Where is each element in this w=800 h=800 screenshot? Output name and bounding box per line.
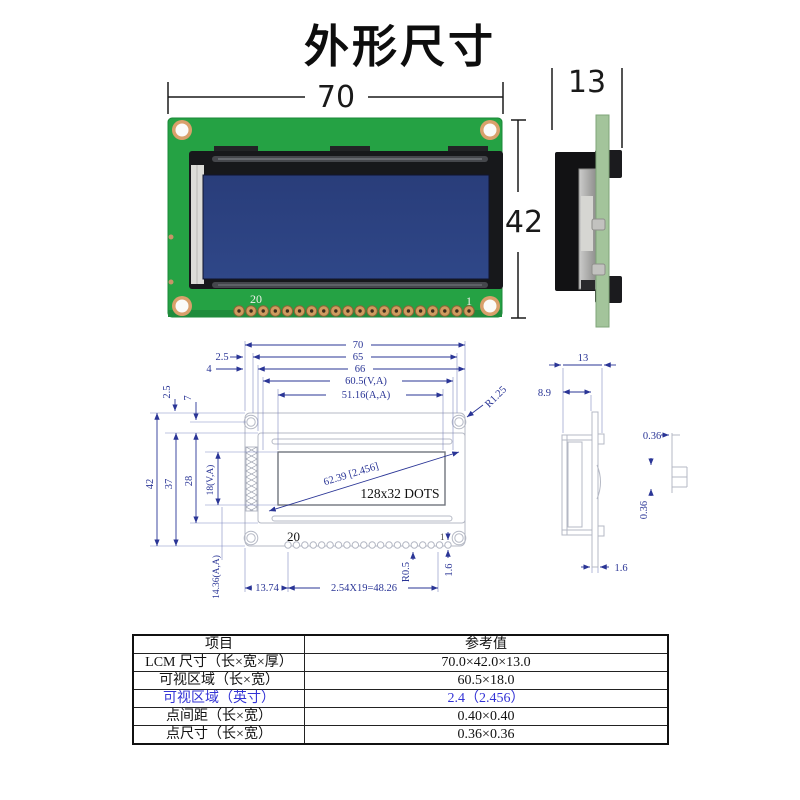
side-photo: 13	[551, 65, 623, 328]
side-connector	[581, 280, 595, 290]
page-title: 外形尺寸	[303, 20, 496, 73]
photo-pin20-label: 20	[250, 292, 262, 306]
front-photo: 20 1 70 42	[167, 80, 543, 319]
dot-detail-drawing: 0.36 0.36	[639, 431, 688, 519]
photo-pin-row	[233, 305, 475, 317]
dim-13-side-label: 13	[578, 353, 589, 364]
row-value: 70.0×42.0×13.0	[304, 653, 669, 672]
drawing-bottom-slot	[271, 515, 453, 522]
radius-callout: R1.25	[466, 384, 509, 418]
photo-dim-13-label: 13	[568, 65, 606, 100]
side-drawing-tab-bottom	[597, 525, 605, 537]
drawing-pin20-label: 20	[287, 529, 300, 544]
table-row-highlighted: 可视区域（英寸） 2.4（2.456）	[132, 689, 669, 708]
dots-label: 128x32 DOTS	[360, 486, 439, 501]
drawing-zebra-strip	[245, 446, 258, 512]
front-drawing: 20 1 62.39 [2.456] 128x32 DOTS	[145, 340, 509, 599]
spec-table: 项目 参考值 LCM 尺寸（长×宽×厚） 70.0×42.0×13.0 可视区域…	[132, 634, 669, 745]
row-item: 可视区域（英寸）	[132, 689, 305, 708]
dim-28-label: 28	[184, 476, 195, 487]
mounting-holes-photo	[172, 120, 500, 316]
table-row: LCM 尺寸（长×宽×厚） 70.0×42.0×13.0	[132, 653, 669, 672]
table-row: 可视区域（长×宽） 60.5×18.0	[132, 671, 669, 690]
row-value: 0.40×0.40	[304, 707, 669, 726]
photo-dim-42-label: 42	[505, 205, 543, 240]
extension-lines	[150, 341, 466, 592]
side-dims: 13 8.9 1.6	[538, 353, 628, 574]
row-item: 点尺寸（长×宽）	[132, 725, 305, 745]
row-value: 60.5×18.0	[304, 671, 669, 690]
diagonal-dim-line	[268, 451, 460, 512]
dim-2-5-left-label: 2.5	[162, 385, 173, 398]
photo-dim-42	[511, 119, 526, 319]
side-extension-lines	[562, 368, 603, 573]
table-header-row: 项目 参考值	[132, 634, 669, 654]
photo-dim-13	[551, 68, 623, 148]
side-drawing-contact-arc	[596, 464, 601, 500]
dot-detail-comb	[671, 433, 688, 493]
table-row: 点间距（长×宽） 0.40×0.40	[132, 707, 669, 726]
dim-aa-height-label: 14.36(A,A)	[211, 555, 222, 599]
drawing-top-slot	[271, 438, 453, 445]
table-header-item: 项目	[132, 634, 305, 654]
table-row: 点尺寸（长×宽） 0.36×0.36	[132, 725, 669, 745]
side-drawing-tab-top	[597, 433, 605, 445]
dim-dot-height-label: 0.36	[639, 501, 650, 519]
dim-4-label: 4	[206, 364, 212, 375]
dim-8-9-label: 8.9	[538, 388, 551, 399]
bezel-tabs	[214, 146, 488, 153]
dim-37-label: 37	[164, 479, 175, 490]
left-dims: 2.5 7 42 37 28 18(V,A) 14.36(A,A)	[145, 385, 222, 598]
row-value: 0.36×0.36	[304, 725, 669, 745]
dim-pitch-label: 2.54X19=48.26	[331, 583, 397, 594]
dim-66-label: 66	[355, 364, 366, 375]
row-value: 2.4（2.456）	[304, 689, 669, 708]
lcd-screen	[202, 174, 490, 280]
dim-r125-label: R1.25	[483, 384, 509, 410]
drawing-bezel-outline	[257, 432, 466, 524]
dim-dot-width-label: 0.36	[643, 431, 661, 442]
zebra-hatch	[246, 447, 257, 511]
metal-clip-bottom	[591, 263, 606, 276]
table-header-value: 参考值	[304, 634, 669, 654]
dim-va-height-label: 18(V,A)	[205, 465, 216, 496]
dim-13-74-label: 13.74	[255, 583, 279, 594]
metal-clip-top	[591, 218, 606, 231]
side-drawing-pcb	[591, 411, 599, 568]
photo-dim-70-label: 70	[317, 80, 355, 115]
side-drawing-glass	[567, 441, 583, 528]
solder-pad-dot	[168, 279, 174, 285]
bottom-dims: 13.74 2.54X19=48.26 R0.5 1.6	[245, 532, 455, 594]
row-item: 可视区域（长×宽）	[132, 671, 305, 690]
dim-70-label: 70	[353, 340, 364, 351]
dim-r05-label: R0.5	[401, 562, 412, 582]
solder-pad-dot	[168, 234, 174, 240]
dim-7-label: 7	[183, 395, 194, 400]
dim-42-label: 42	[145, 479, 156, 490]
row-item: 点间距（长×宽）	[132, 707, 305, 726]
side-drawing: 13 8.9 1.6	[538, 353, 628, 574]
row-item: LCM 尺寸（长×宽×厚）	[132, 653, 305, 672]
side-label	[581, 196, 593, 251]
photo-pin1-label: 1	[466, 294, 472, 308]
dim-va-width-label: 60.5(V,A)	[345, 376, 387, 387]
dim-1-6-side-label: 1.6	[614, 563, 627, 574]
dim-65-label: 65	[353, 352, 364, 363]
dim-aa-width-label: 51.16(A,A)	[342, 390, 391, 401]
drawing-pad-row	[284, 541, 452, 549]
dim-2-5-top-label: 2.5	[215, 352, 228, 363]
top-dims: 70 65 66 60.5(V,A) 51.16(A,A) 2.5 4	[206, 340, 465, 401]
drawing-pin1-label: 1	[440, 532, 445, 542]
dim-1-6-front-label: 1.6	[444, 563, 455, 576]
photo-dim-70	[167, 82, 504, 114]
